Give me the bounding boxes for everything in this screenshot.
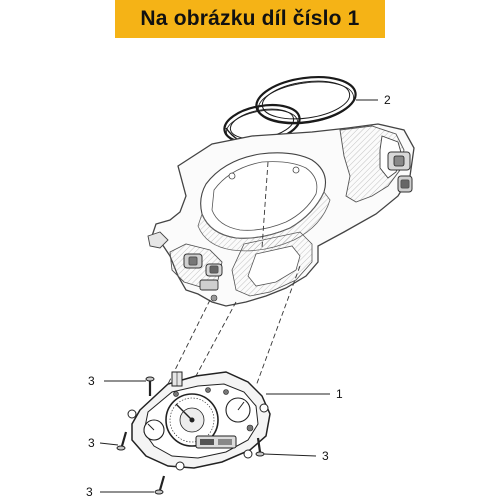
assembly-guide-lines: [159, 161, 301, 401]
screw-1: [145, 376, 155, 396]
leader-3b: [99, 442, 119, 446]
dashboard-drawing: [127, 371, 271, 471]
callout-1: 1: [336, 387, 343, 401]
callout-3-top: 3: [88, 374, 95, 388]
title-banner: Na obrázku díl číslo 1: [115, 0, 385, 38]
screw-2: [116, 431, 128, 451]
callout-3-left: 3: [88, 436, 95, 450]
leader-lines: [99, 99, 378, 493]
screw-4: [154, 475, 166, 495]
handlebar-cover-drawing: [147, 123, 415, 307]
callout-2: 2: [384, 93, 391, 107]
screw-drawing: [116, 376, 265, 495]
callout-3-bottom: 3: [86, 485, 93, 499]
leader-3c: [263, 453, 317, 457]
banner-title: Na obrázku díl číslo 1: [140, 7, 360, 30]
callout-3-right: 3: [322, 449, 329, 463]
